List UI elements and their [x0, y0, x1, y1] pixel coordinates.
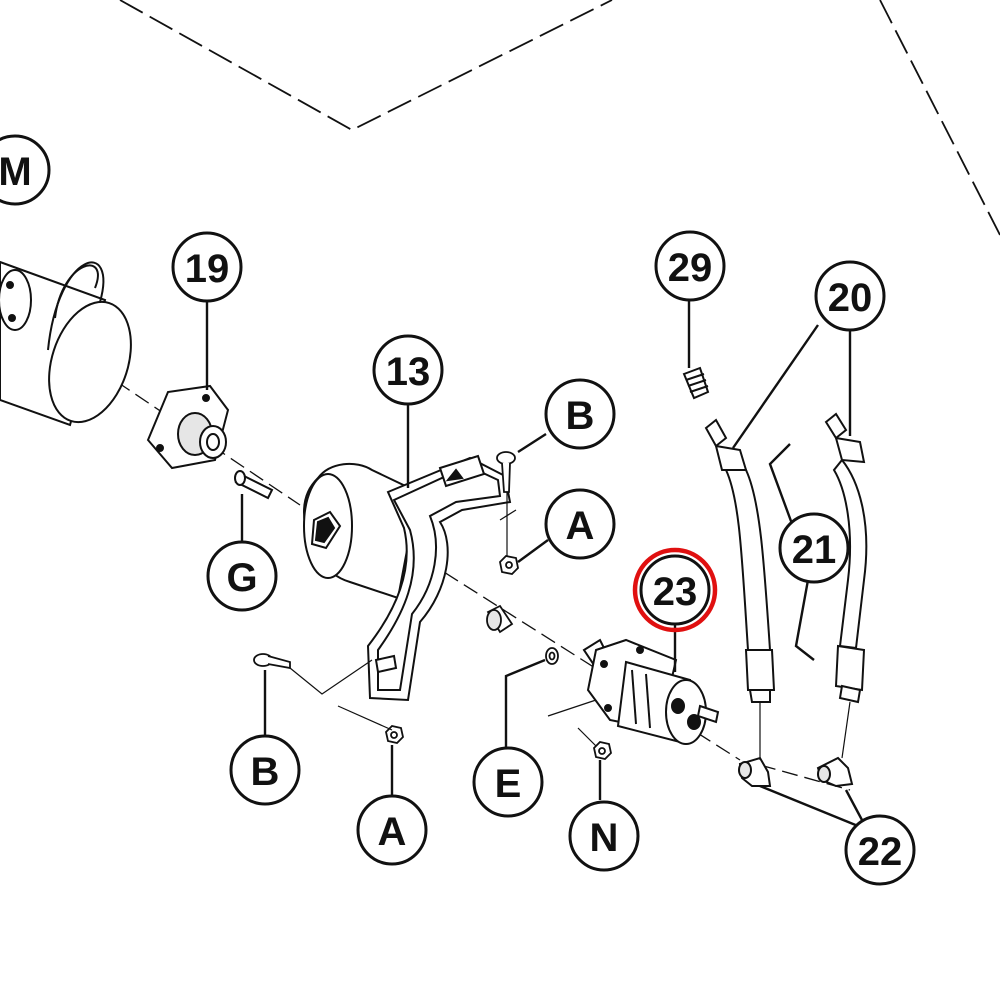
part-20-hose-left — [704, 418, 776, 703]
part-m-drum — [0, 260, 132, 427]
hardware-connection-lines — [289, 492, 851, 760]
callout-19: 19 — [171, 231, 243, 303]
part-23-hydraulic-motor — [582, 638, 720, 745]
callout-29-label: 29 — [668, 246, 713, 290]
callout-e-label: E — [495, 762, 522, 806]
callout-b-bottom-label: B — [251, 750, 280, 794]
hardware-nut-a-top — [499, 555, 519, 575]
callout-m-label: M — [0, 150, 32, 194]
callout-23-label: 23 — [653, 570, 698, 614]
part-19-bearing-flange — [146, 384, 230, 470]
callout-23: 23 — [632, 547, 718, 633]
callout-20: 20 — [814, 260, 886, 332]
part-29-fitting — [682, 366, 710, 400]
callout-a-top-label: A — [566, 504, 595, 548]
callout-g: G — [206, 540, 278, 612]
callout-13: 13 — [372, 334, 444, 406]
callout-b-top: B — [544, 378, 616, 450]
part-22-elbow-left — [738, 756, 772, 787]
frame-outline — [119, 0, 1000, 236]
hardware-bolt-b-bottom — [253, 653, 291, 670]
callout-g-label: G — [226, 556, 257, 600]
hardware-nut-a-bottom — [385, 725, 404, 744]
callout-n: N — [568, 800, 640, 872]
callout-21: 21 — [778, 512, 850, 584]
callout-21-label: 21 — [792, 528, 837, 572]
highlight-ring — [632, 547, 718, 633]
callout-a-bottom: A — [356, 794, 428, 866]
part-20-hose-right — [824, 412, 868, 704]
hardware-nut-n — [593, 741, 612, 760]
leader-lines — [205, 300, 864, 828]
callout-b-top-label: B — [566, 394, 595, 438]
callout-b-bottom: B — [229, 734, 301, 806]
hardware-spacer — [486, 604, 514, 634]
callout-19-label: 19 — [185, 247, 230, 291]
callout-a-top: A — [544, 488, 616, 560]
hardware-bolt-b-top — [496, 451, 516, 493]
callout-22: 22 — [844, 814, 916, 886]
callout-a-bottom-label: A — [378, 810, 407, 854]
callout-13-label: 13 — [386, 350, 431, 394]
part-13-guard-housing — [302, 454, 512, 702]
hardware-washer-e — [545, 647, 559, 665]
callout-22-label: 22 — [858, 830, 903, 874]
callout-n-label: N — [590, 816, 619, 860]
callout-29: 29 — [654, 230, 726, 302]
callout-20-label: 20 — [828, 276, 873, 320]
callout-m: M — [0, 134, 51, 206]
part-g-bolt — [234, 470, 274, 500]
part-22-elbow-right — [816, 756, 854, 788]
callout-e: E — [472, 746, 544, 818]
